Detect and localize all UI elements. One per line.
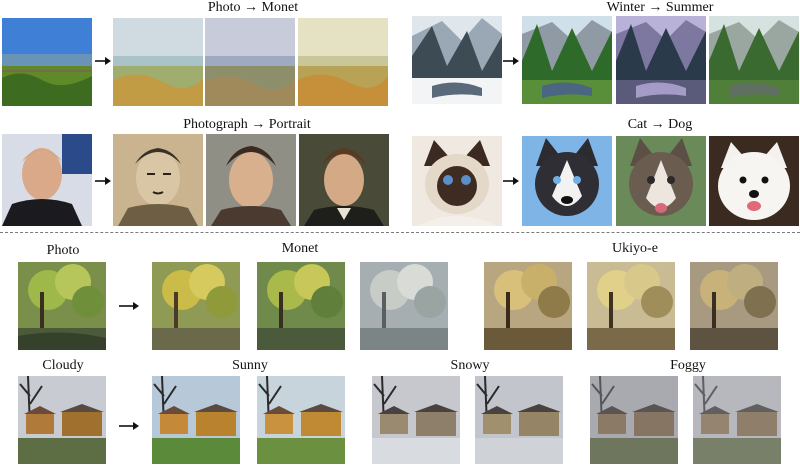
- row1-output-monet-3: [360, 262, 448, 350]
- output-image-husky-1: [522, 136, 612, 226]
- output-image-painted-portrait-1: [206, 134, 296, 226]
- output-image-summer-2: [616, 16, 706, 104]
- output-image-monet-1: [113, 18, 203, 106]
- row1-output-ukiyoe-1: [484, 262, 572, 350]
- row2-group-label-snowy: Snowy: [450, 358, 490, 373]
- output-image-monet-3: [298, 18, 388, 106]
- row1-output-monet-2: [257, 262, 345, 350]
- panel-title-cat-dog: Cat → Dog: [627, 117, 693, 132]
- input-image-coastal-meadow: [2, 18, 92, 106]
- output-image-monet-2: [205, 18, 295, 106]
- arrow-right-icon: [95, 57, 111, 65]
- arrow-right-icon: [95, 177, 111, 185]
- row2-input-cloudy-photo: [18, 376, 106, 464]
- row1-group-label-ukiyoe: Ukiyo-e: [612, 241, 658, 256]
- row2-output-sunny-1: [152, 376, 240, 464]
- panel-title-photo-monet: Photo → Monet: [207, 0, 299, 15]
- row2-group-label-foggy: Foggy: [670, 358, 706, 373]
- output-image-husky-2: [616, 136, 706, 226]
- row1-output-ukiyoe-3: [690, 262, 778, 350]
- output-image-painted-portrait-2: [299, 134, 389, 226]
- input-image-snowy-valley: [412, 16, 502, 104]
- input-image-siamese-cat: [412, 136, 502, 226]
- row2-output-sunny-2: [257, 376, 345, 464]
- row1-group-label-monet: Monet: [281, 241, 319, 256]
- arrow-right-icon: [119, 422, 139, 430]
- row2-output-snowy-1: [372, 376, 460, 464]
- output-image-summer-3: [709, 16, 799, 104]
- row2-source-label: Cloudy: [42, 358, 84, 373]
- row2-output-foggy-2: [693, 376, 781, 464]
- panel-title-photograph-portrait: Photograph → Portrait: [183, 117, 311, 132]
- row1-output-ukiyoe-2: [587, 262, 675, 350]
- arrow-right-icon: [119, 302, 139, 310]
- arrow-right-icon: [503, 177, 519, 185]
- panel-title-winter-summer: Winter → Summer: [606, 0, 714, 15]
- row1-source-label: Photo: [46, 243, 80, 258]
- output-image-summer-1: [522, 16, 612, 104]
- arrow-right-icon: [503, 57, 519, 65]
- row2-output-foggy-1: [590, 376, 678, 464]
- row1-output-monet-1: [152, 262, 240, 350]
- row2-output-snowy-2: [475, 376, 563, 464]
- section-divider: [0, 232, 800, 233]
- row1-input-forest-photo: [18, 262, 106, 350]
- input-image-man-portrait: [2, 134, 92, 226]
- row2-group-label-sunny: Sunny: [232, 358, 268, 373]
- output-image-sketch-portrait: [113, 134, 203, 226]
- output-image-white-dog: [709, 136, 799, 226]
